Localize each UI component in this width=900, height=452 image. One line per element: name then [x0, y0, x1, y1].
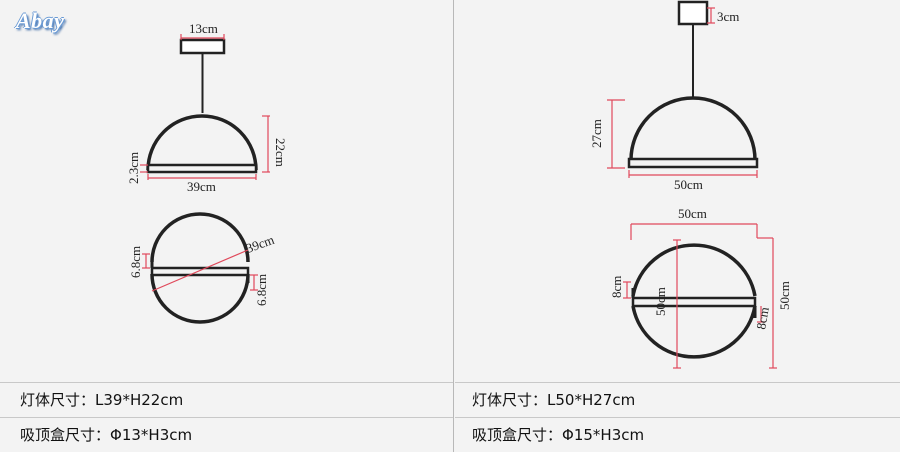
diagonal-label: 39cm — [244, 232, 276, 256]
lamp-bar — [146, 163, 258, 174]
inner-height-label: 50cm — [653, 287, 668, 316]
canopy-shape — [179, 38, 226, 55]
canopy-size-row: 吸顶盒尺寸：Φ13*H3cm — [0, 417, 453, 451]
canopy-shape — [677, 0, 709, 26]
right-lamp-drawing: 3cm 27cm 50cm — [589, 0, 792, 369]
left-spec-panel: Abay 13cm 22cm 2.3cm — [0, 0, 454, 452]
height-dimension — [607, 99, 625, 169]
bar-thickness-dimension — [140, 164, 148, 173]
outer-height-label: 50cm — [777, 281, 792, 310]
body-size-value: L39*H22cm — [95, 391, 184, 409]
top-width-label: 50cm — [678, 206, 707, 221]
canopy-size-label: 吸顶盒尺寸： — [20, 426, 111, 444]
canopy-size-row: 吸顶盒尺寸：Φ15*H3cm — [455, 417, 900, 451]
height-label: 27cm — [589, 119, 604, 148]
body-size-label: 灯体尺寸： — [20, 391, 96, 409]
body-size-label: 灯体尺寸： — [472, 391, 548, 409]
canopy-width-label: 13cm — [189, 21, 218, 36]
body-size-row: 灯体尺寸：L50*H27cm — [455, 382, 900, 416]
lamp-bar — [627, 157, 759, 169]
dome-arc — [146, 114, 258, 171]
top-view-lower-arc — [631, 305, 757, 359]
height-dimension — [262, 115, 270, 173]
gap-left-label: 8cm — [609, 276, 624, 298]
width-label: 50cm — [674, 177, 703, 192]
top-view-bar — [631, 296, 757, 308]
canopy-size-value: Φ13*H3cm — [110, 426, 193, 444]
top-view-lower-arc — [150, 273, 250, 324]
top-view-upper-arc — [150, 212, 250, 263]
body-size-row: 灯体尺寸：L39*H22cm — [0, 382, 453, 416]
gap-right-label: 8cm — [753, 306, 772, 331]
canopy-width-dimension — [180, 34, 225, 40]
right-spec-panel: 3cm 27cm 50cm — [455, 0, 900, 452]
top-view-upper-arc — [631, 243, 757, 297]
dome-arc — [629, 96, 757, 161]
width-label: 39cm — [187, 179, 216, 194]
top-view-bar — [150, 266, 250, 277]
width-dimension — [147, 174, 257, 180]
width-dimension — [628, 170, 758, 178]
gap-top-label: 6.8cm — [128, 246, 143, 278]
brand-logo: Abay — [16, 8, 65, 33]
top-view-dimensions — [142, 249, 258, 292]
bar-thickness-label: 2.3cm — [126, 152, 141, 184]
canopy-height-dimension — [707, 7, 715, 24]
height-label: 22cm — [273, 138, 288, 167]
canopy-size-label: 吸顶盒尺寸： — [472, 426, 563, 444]
body-size-value: L50*H27cm — [547, 391, 636, 409]
canopy-size-value: Φ15*H3cm — [562, 426, 645, 444]
left-lamp-drawing: 13cm 22cm 2.3cm 39cm — [126, 21, 288, 324]
gap-bottom-label: 6.8cm — [254, 274, 269, 306]
canopy-height-label: 3cm — [717, 9, 739, 24]
top-view-dimensions — [623, 223, 777, 369]
